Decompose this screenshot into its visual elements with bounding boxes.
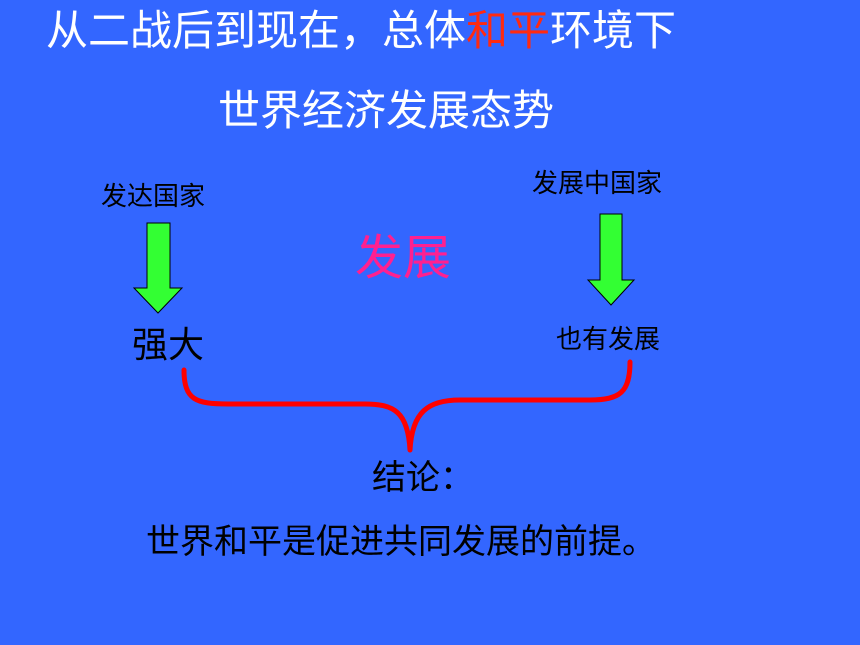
brace-connector-icon: [181, 359, 633, 453]
title-line-2: 世界经济发展态势: [218, 86, 555, 135]
right-down-arrow-icon: [586, 213, 636, 306]
title-text-before: 从二战后到现在，总体: [46, 6, 467, 55]
developing-countries-label: 发展中国家: [532, 169, 663, 199]
left-down-arrow-icon: [132, 222, 184, 314]
developed-result-label: 强大: [132, 325, 205, 366]
title-text-after: 环境下: [550, 6, 677, 55]
title-line-1: 从二战后到现在，总体和平环境下: [46, 6, 676, 56]
developing-result-label: 也有发展: [556, 325, 661, 355]
title-highlight-peace: 和平: [466, 6, 551, 55]
conclusion-text: 世界和平是促进共同发展的前提。: [146, 522, 656, 562]
development-center-word: 发展: [355, 230, 452, 286]
developed-countries-label: 发达国家: [101, 182, 206, 212]
conclusion-heading: 结论：: [372, 458, 474, 498]
